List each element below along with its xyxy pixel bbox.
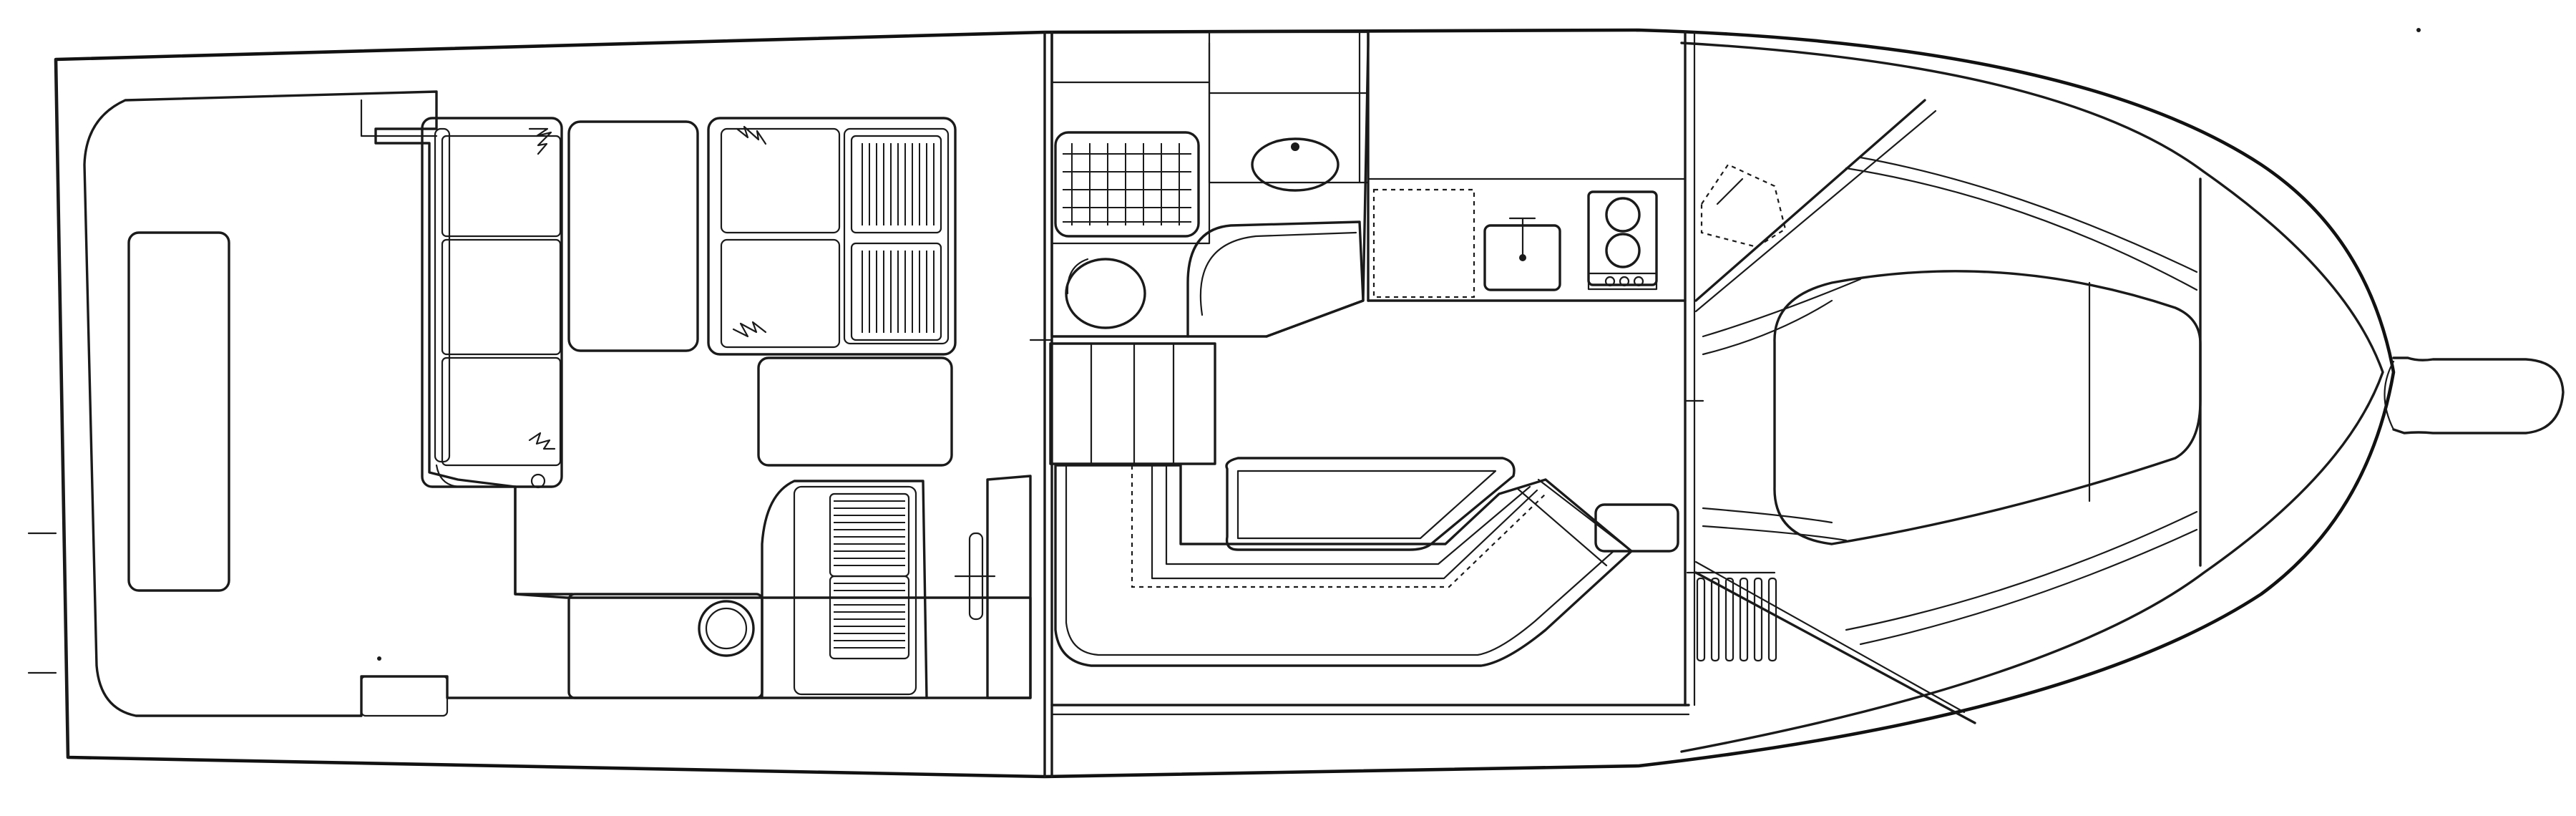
cockpit-outline	[83, 90, 1032, 717]
galley	[1367, 31, 1696, 706]
cockpit	[83, 90, 1032, 717]
lower-lounge	[1054, 457, 1679, 667]
forward-stateroom	[1684, 99, 2202, 724]
vanity-counter	[1186, 220, 1365, 338]
head	[1050, 31, 1370, 338]
hatched-seat-dinette-upper	[829, 492, 910, 578]
transom	[54, 58, 69, 759]
salon-settee	[421, 117, 563, 489]
hatched-seat-dinette-lower	[829, 575, 910, 660]
cockpit-step	[360, 675, 449, 717]
v-berth	[1773, 270, 2202, 545]
hatched-seat-upper	[850, 135, 942, 234]
refrigerator	[1372, 188, 1475, 298]
cooktop	[1587, 190, 1658, 286]
gunwale-inner	[1680, 42, 2384, 753]
shower-floor	[1054, 131, 1200, 238]
bulkhead	[1029, 31, 1690, 778]
seat-cushion-mark	[528, 127, 552, 155]
shower-grate	[1063, 143, 1191, 225]
toilet	[1065, 258, 1146, 329]
cockpit-hatch	[127, 231, 230, 592]
dinette	[514, 475, 1032, 699]
bow-pulpit-inner	[2384, 360, 2395, 431]
hull-outline	[54, 28, 2396, 779]
hull	[27, 28, 2565, 779]
louver-vents	[1696, 577, 1777, 662]
ottoman	[757, 356, 953, 467]
salon-furniture	[567, 117, 957, 467]
stateroom-step	[1594, 503, 1679, 553]
vanity-sink	[1251, 137, 1340, 192]
cooktop-burner-1	[1605, 197, 1641, 233]
bow-pulpit	[2392, 356, 2565, 434]
sliding-door	[986, 475, 1032, 699]
deck-hatch	[1700, 163, 1787, 248]
hatched-seat-lower	[850, 242, 942, 341]
companionway-steps	[1049, 342, 1216, 465]
salon-table	[567, 120, 699, 352]
ice-maker	[698, 600, 755, 657]
cooktop-burner-2	[1605, 233, 1641, 268]
lounge-table	[1225, 457, 1516, 551]
